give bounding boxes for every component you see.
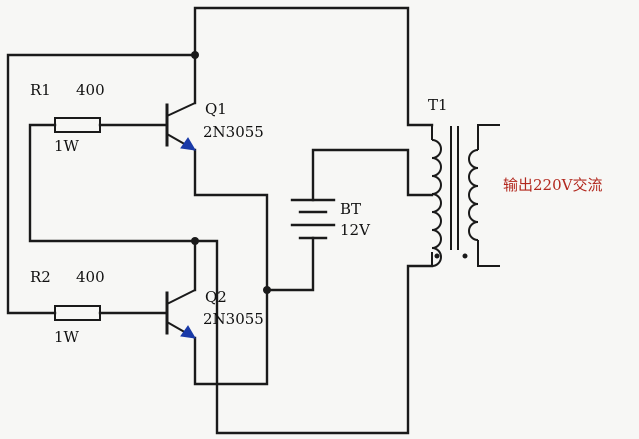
wire-top-rail <box>193 6 434 127</box>
battery-bt <box>290 198 336 240</box>
q1-emitter-arrow-icon <box>180 137 196 151</box>
q2-part-label: 2N3055 <box>203 310 264 328</box>
battery-name-label: BT <box>340 200 361 218</box>
polarity-dot <box>462 253 468 259</box>
r2-name-label: R2 <box>30 268 51 286</box>
junctions <box>191 51 271 294</box>
junction-dot <box>191 51 199 59</box>
r1-value-label: 400 <box>76 81 105 99</box>
transformer-secondary-lead <box>477 240 500 267</box>
wires <box>6 6 434 435</box>
q1-part-label: 2N3055 <box>203 123 264 141</box>
r1-name-label: R1 <box>30 81 51 99</box>
wire-battery-to-centertap <box>311 148 434 202</box>
wire-junction-to-battery <box>265 236 315 292</box>
transformer-name-label: T1 <box>428 96 448 114</box>
r2-value-label: 400 <box>76 268 105 286</box>
labels: R1 400 1W R2 400 1W Q1 2N3055 Q2 2N3055 … <box>30 81 602 346</box>
q2-name-label: Q2 <box>205 288 227 306</box>
transformer-secondary-lead <box>477 124 500 150</box>
transformer-primary-coil <box>431 139 442 267</box>
wire-left-feedback-r2 <box>6 53 197 315</box>
q1-collector-leg <box>166 102 196 117</box>
wire-q2-collector-to-transformer <box>193 239 434 435</box>
output-label: 输出220V交流 <box>503 176 602 194</box>
q2-emitter-arrow-icon <box>180 325 196 339</box>
q2-collector-leg <box>166 289 196 305</box>
junction-dot <box>263 286 271 294</box>
r1-rating-label: 1W <box>54 137 80 155</box>
junction-dot <box>191 237 199 245</box>
transistor-q2 <box>165 289 196 339</box>
resistor-r2-body <box>54 305 101 321</box>
resistor-r1-body <box>54 117 101 133</box>
battery-voltage-label: 12V <box>340 221 371 239</box>
r2-rating-label: 1W <box>54 328 80 346</box>
polarity-dot <box>434 253 440 259</box>
wire-left-feedback-r1 <box>28 123 197 243</box>
q1-name-label: Q1 <box>205 100 227 118</box>
wire-q1-emitter <box>193 148 269 292</box>
wire-q2-emitter <box>193 288 269 386</box>
transistor-q1 <box>165 102 196 151</box>
transformer-secondary-coil <box>468 149 479 241</box>
transformer-t1 <box>431 124 500 267</box>
